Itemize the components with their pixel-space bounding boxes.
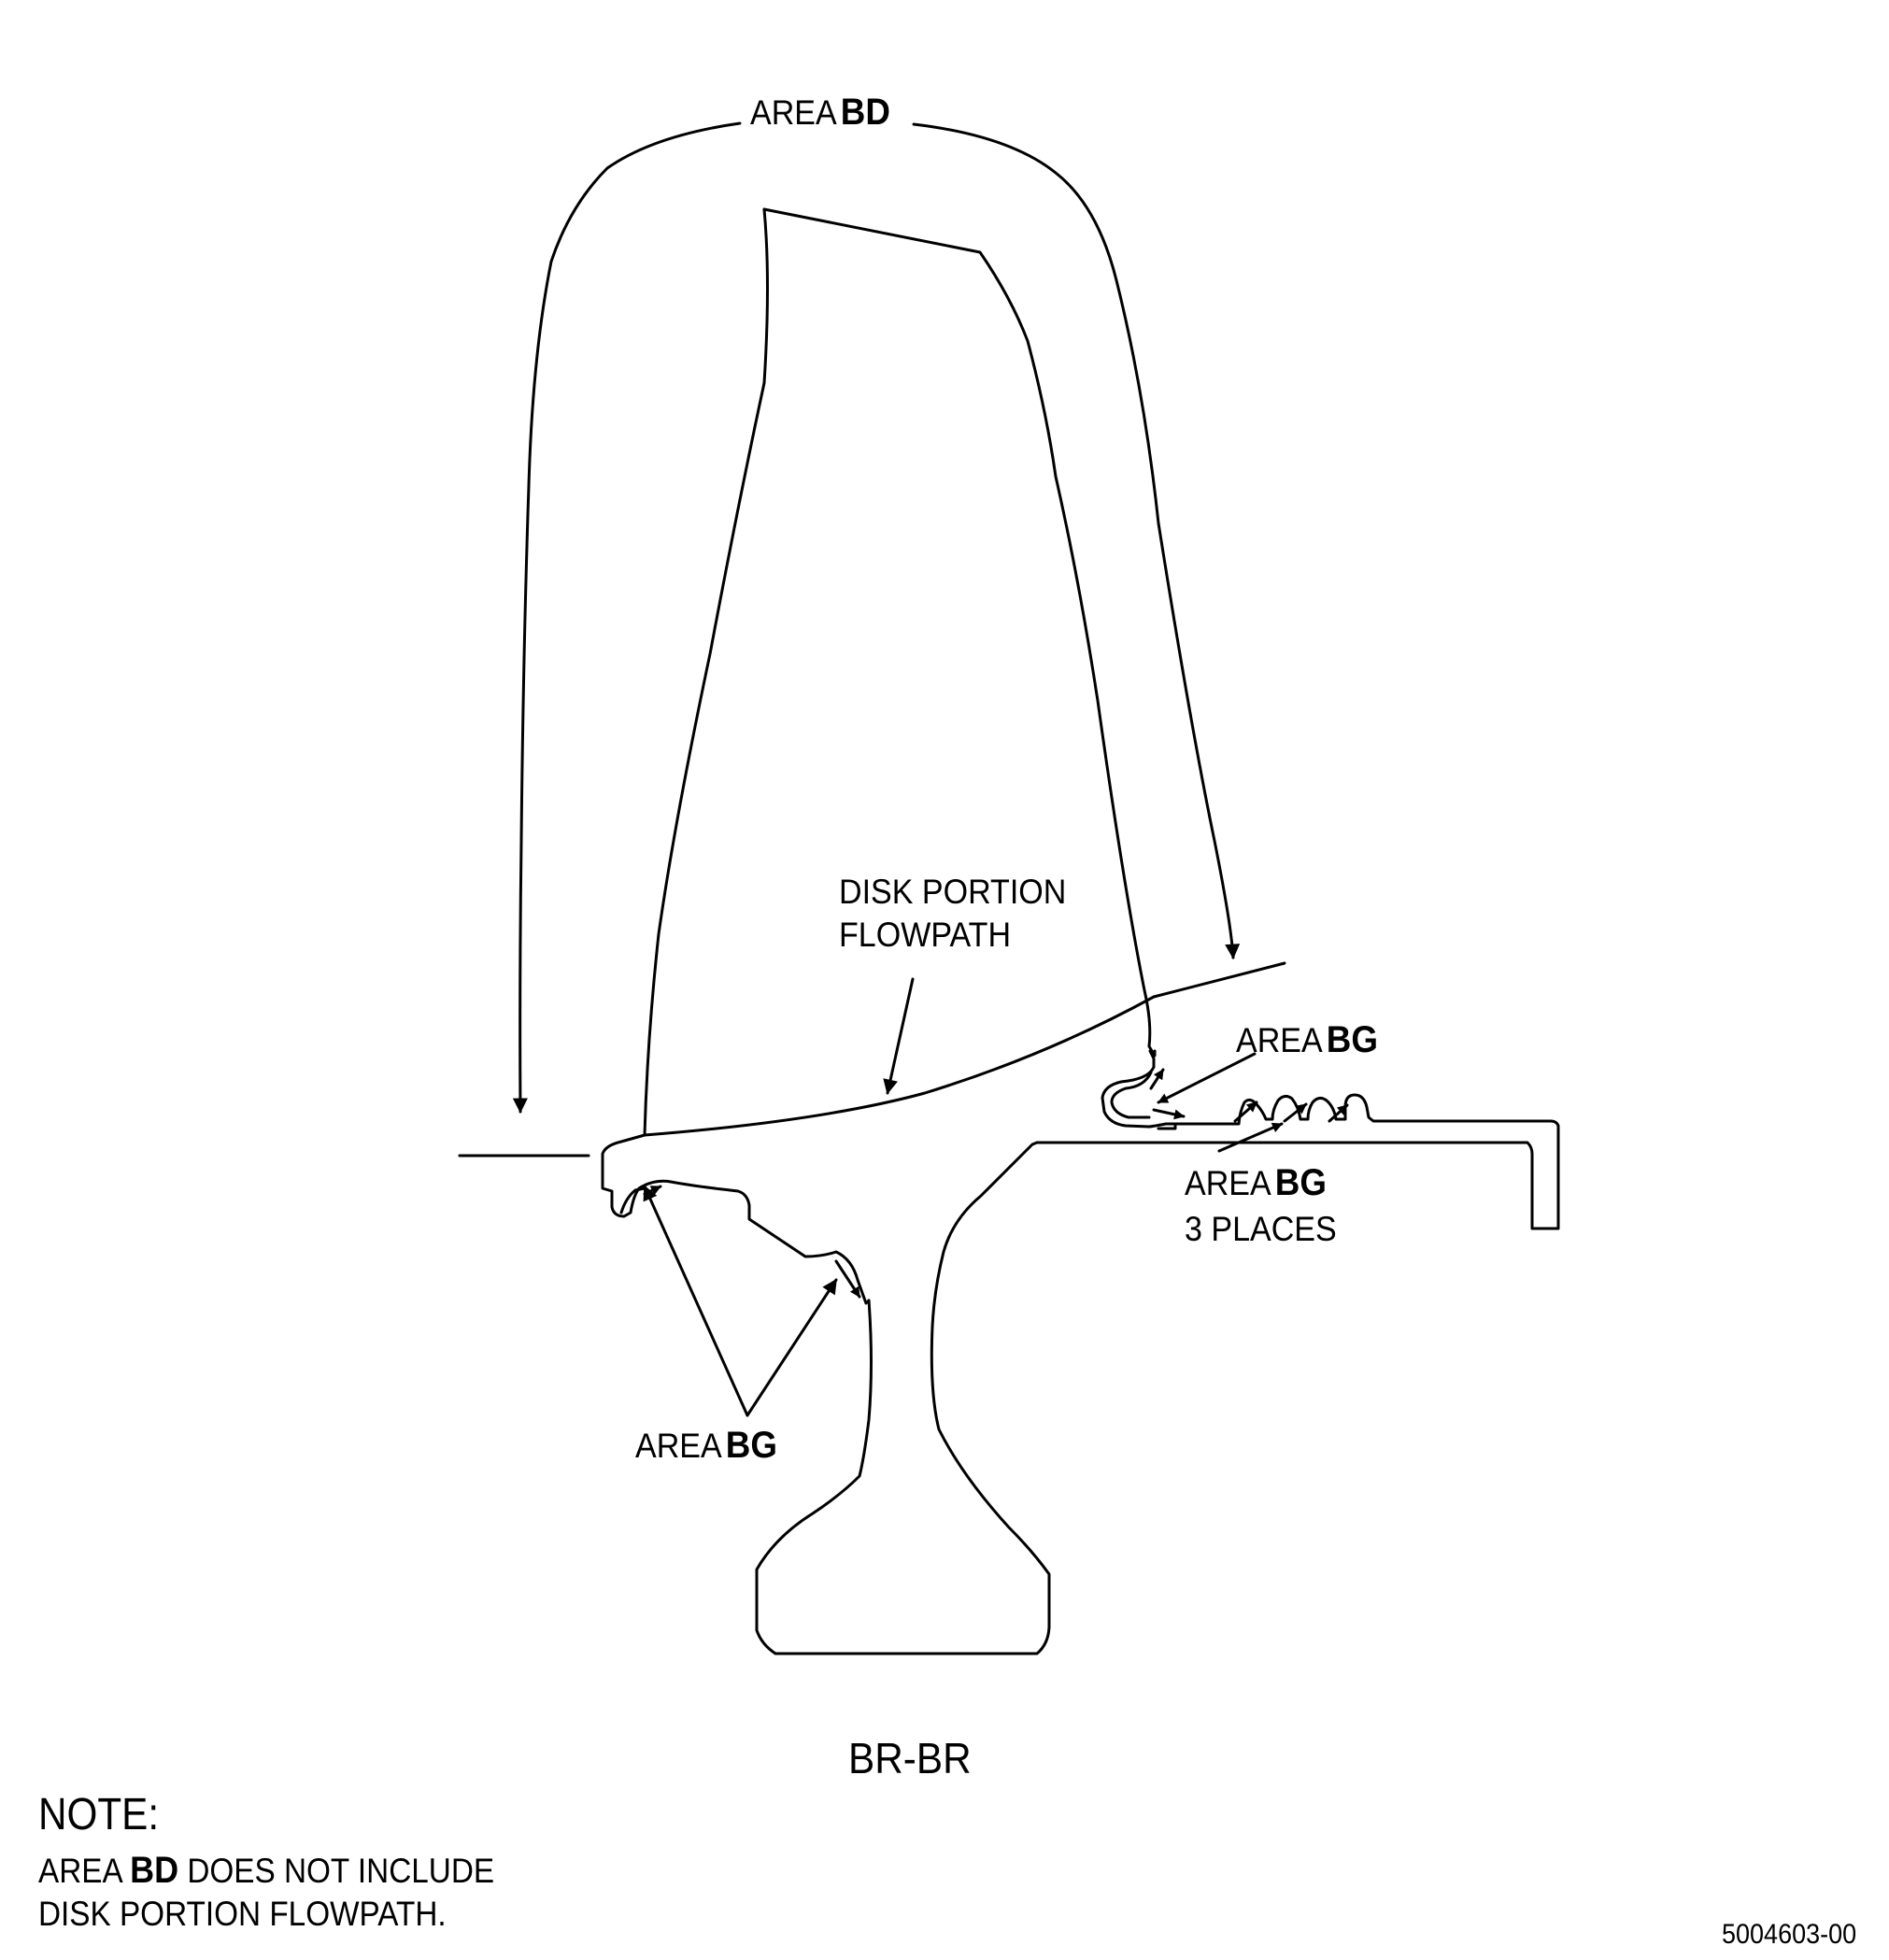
flowpath-label-line1: DISK PORTION	[839, 873, 1067, 911]
note-line1-prefix: AREA	[38, 1852, 121, 1890]
blade-leading-edge	[643, 207, 769, 1137]
area-bg-right-leader	[1157, 1052, 1257, 1104]
flowpath-reference-line	[1152, 961, 1286, 999]
aft-hook-inner	[1110, 1071, 1153, 1119]
area-bg-places-leader	[1217, 1122, 1284, 1153]
flowpath-leader-arrow	[883, 977, 915, 1095]
aft-rim-outline	[1035, 1093, 1560, 1230]
area-bg-right-label: AREA BG	[1236, 1021, 1378, 1058]
area-bg-bottom-prefix: AREA	[635, 1427, 722, 1465]
note-line-1: AREA BD DOES NOT INCLUDE	[38, 1852, 494, 1889]
aft-rim-inner-step	[1157, 1122, 1177, 1130]
area-bg-places-label: AREA BG	[1185, 1164, 1327, 1201]
blade-airfoil-outline	[762, 207, 1157, 1058]
note-line1-suffix: DOES NOT INCLUDE	[187, 1852, 495, 1890]
area-bg-right-prefix: AREA	[1236, 1021, 1323, 1059]
area-bg-places-prefix: AREA	[1185, 1164, 1271, 1202]
area-bg-right-code: BG	[1326, 1019, 1379, 1060]
area-bg-places-count: 3 PLACES	[1185, 1210, 1337, 1248]
note-heading: NOTE:	[38, 1790, 160, 1839]
forward-platform-inner	[619, 1186, 646, 1214]
flowpath-label-line2: FLOWPATH	[839, 916, 1012, 954]
area-bd-code: BD	[840, 92, 890, 133]
area-bg-bottom-code: BG	[725, 1425, 778, 1466]
forward-platform-outline	[601, 1133, 871, 1305]
area-bg-hook-arrow-right	[1152, 1108, 1186, 1120]
area-bg-tooth-arrow-2	[1283, 1102, 1308, 1123]
note-line1-code: BD	[130, 1850, 179, 1891]
area-bg-web-arrow	[834, 1259, 861, 1299]
disk-web-left	[755, 1141, 1051, 1655]
area-bg-bottom-label: AREA BG	[635, 1427, 777, 1464]
section-label: BR-BR	[848, 1734, 972, 1782]
area-bd-label: AREA BD	[750, 93, 890, 131]
area-bg-bottom-leader-left	[643, 1185, 749, 1417]
area-bg-tooth-arrow-3	[1328, 1103, 1349, 1123]
note-line-2: DISK PORTION FLOWPATH.	[38, 1895, 447, 1933]
area-bd-leader-right	[912, 122, 1241, 959]
area-bg-forward-arrow	[643, 1185, 662, 1196]
area-bg-places-code: BG	[1274, 1162, 1328, 1203]
area-bg-bottom-leader-right	[746, 1278, 838, 1417]
figure-id: 5004603-00	[1722, 1919, 1857, 1950]
area-bd-leader-left	[512, 121, 742, 1114]
area-bg-tooth-arrow-1	[1233, 1101, 1258, 1123]
aft-hook-outline	[1101, 1065, 1156, 1129]
flowpath-curve	[643, 995, 1156, 1137]
area-bg-hook-arrow-up	[1149, 1068, 1165, 1090]
blade-trailing-edge	[1148, 1049, 1156, 1069]
area-bd-prefix: AREA	[750, 93, 837, 132]
